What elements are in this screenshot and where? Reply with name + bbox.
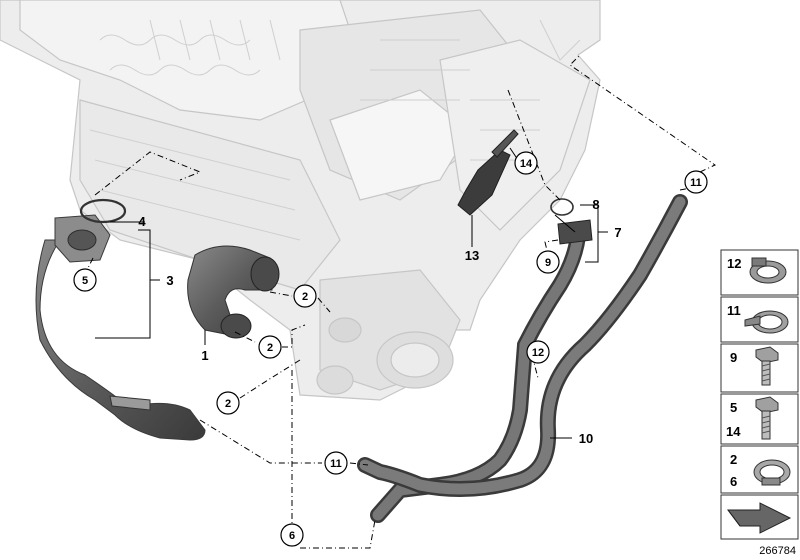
bracket-bolt [457,129,519,216]
callout-1[interactable]: 1 [201,348,208,363]
callout-10[interactable]: 10 [579,431,593,446]
o-ring [550,198,574,216]
legend-label-9: 9 [730,350,737,365]
elbow-hose [187,245,280,339]
legend-panel: 12 11 9 [720,249,799,540]
legend-label-6: 6 [730,474,737,489]
callout-2-lower[interactable]: 2 [216,391,240,415]
legend-label-12: 12 [727,256,741,271]
arrow-icon [727,502,792,534]
callout-9[interactable]: 9 [536,250,560,274]
engine-block [0,0,601,401]
callout-14-label: 14 [520,158,533,170]
callout-11-right[interactable]: 11 [684,170,708,194]
legend-label-11: 11 [727,303,741,318]
legend-item-2-6[interactable]: 2 6 [720,445,799,494]
callout-2-lower-label: 2 [225,398,231,410]
callout-13[interactable]: 13 [465,248,479,263]
coolant-pipe-left [35,214,206,441]
callout-6-label: 6 [289,530,295,542]
legend-item-11[interactable]: 11 [720,296,799,343]
engine-detail-lines [89,19,581,241]
diagram-reference-id: 266784 [759,545,796,557]
legend-item-5-14[interactable]: 5 14 [720,393,799,445]
hex-bolt-long-icon [755,396,779,440]
callout-7[interactable]: 7 [614,225,621,240]
callout-6[interactable]: 6 [280,523,304,547]
callout-4[interactable]: 4 [138,214,146,229]
callout-14[interactable]: 14 [514,151,538,175]
seal-ring [79,198,127,224]
callout-11-lower[interactable]: 11 [324,451,348,475]
callout-11-lower-label: 11 [330,458,342,470]
coolant-hose-pair [357,194,688,523]
hose-clamp-icon [749,257,787,284]
callout-5[interactable]: 5 [73,268,97,292]
band-clamp-icon [753,459,791,486]
hex-bolt-icon [755,346,779,386]
callout-8[interactable]: 8 [592,197,599,212]
callout-2-middle-label: 2 [267,342,273,354]
legend-label-2: 2 [730,452,737,467]
legend-item-12[interactable]: 12 [720,249,799,296]
callout-12-label: 12 [532,347,544,359]
callout-9-label: 9 [545,257,551,269]
legend-label-14: 14 [726,424,741,439]
callout-3[interactable]: 3 [166,273,173,288]
callout-2-middle[interactable]: 2 [258,335,282,359]
callout-11-right-label: 11 [690,177,702,189]
callout-12[interactable]: 12 [526,340,550,364]
legend-item-9[interactable]: 9 [720,343,799,393]
legend-item-arrow[interactable] [720,494,799,540]
callout-2-upper-label: 2 [302,291,308,303]
leader-lines [87,54,717,549]
callout-5-label: 5 [82,275,88,287]
legend-label-5: 5 [730,400,737,415]
spring-clamp-icon [744,310,789,334]
callout-2-upper[interactable]: 2 [293,284,317,308]
